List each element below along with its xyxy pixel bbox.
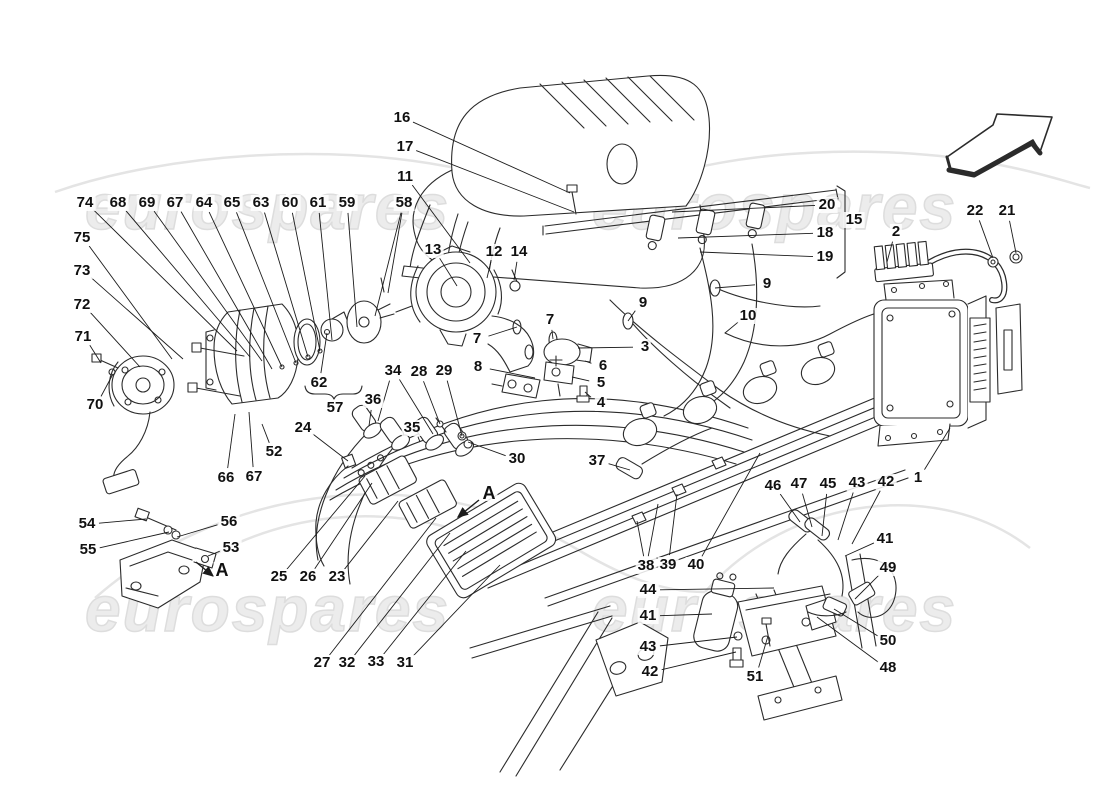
rear-distributor <box>91 353 175 495</box>
ignition-coils <box>622 341 836 447</box>
throttle-body <box>410 245 503 347</box>
air-bypass-valves <box>487 315 593 403</box>
module-bracket <box>119 507 217 609</box>
ignition-modules <box>357 454 457 529</box>
coil-and-sensors <box>693 509 897 668</box>
front-distributor <box>187 277 413 405</box>
ignition-ecu-module <box>426 482 557 599</box>
leader-lines <box>88 121 1017 671</box>
direction-arrow-icon <box>945 113 1053 178</box>
group-brackets <box>304 185 846 400</box>
valve-cover <box>451 74 711 217</box>
injection-ecu <box>873 240 1023 447</box>
cam-sensor <box>615 427 713 480</box>
cable-rails <box>475 391 909 607</box>
